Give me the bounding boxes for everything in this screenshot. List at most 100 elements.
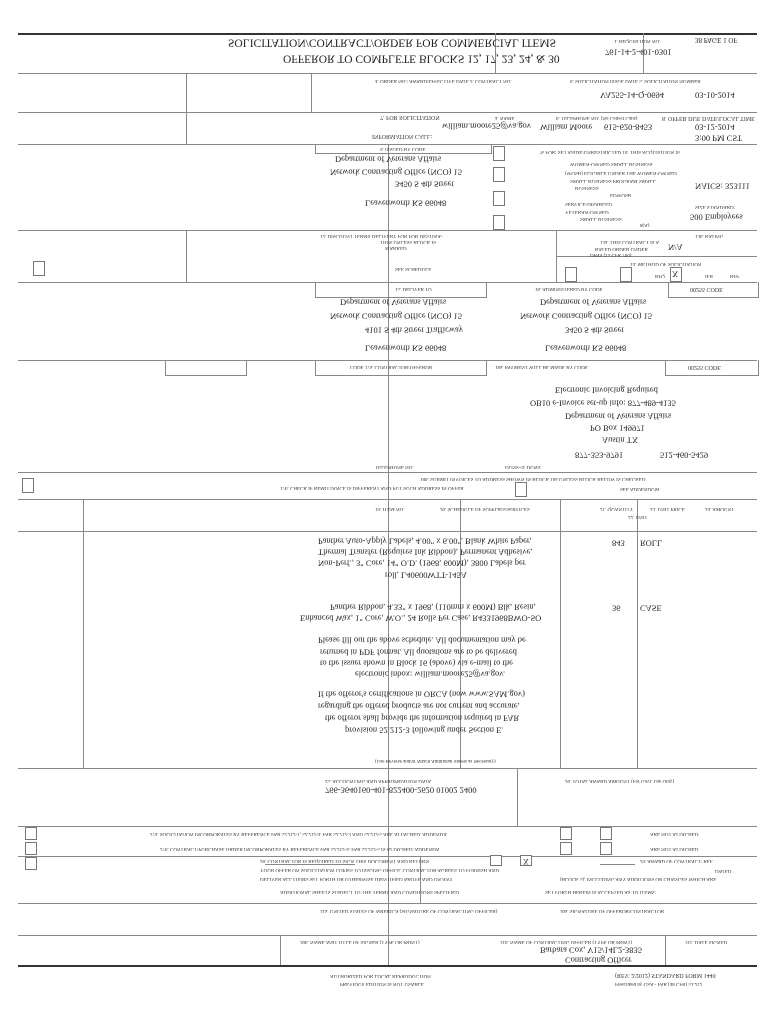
offeror-signature-label: 30a. SIGNATURE OF OFFEROR/CONTRACTOR (560, 908, 665, 913)
copies-checkbox[interactable] (490, 855, 502, 866)
item-qty: 843 (612, 538, 625, 549)
copies-line (265, 864, 355, 865)
telephone-label: TELEPHONE NO. (375, 464, 414, 469)
rfp-checkbox[interactable] (565, 267, 577, 282)
submit-invoices-label: 18b. SUBMIT INVOICES TO ADDRESS SHOWN IN… (420, 476, 646, 481)
divider (186, 73, 187, 144)
contractor-required-label: 28. CONTRACTOR IS REQUIRED TO SIGN THIS … (260, 858, 429, 863)
set-aside-checkbox[interactable] (493, 146, 505, 161)
signature-usa-field[interactable] (20, 914, 386, 934)
rated-order-label: 13a. THIS CONTRACT IS A (600, 239, 660, 244)
set-aside-line: VETERAN-OWNED (565, 209, 609, 214)
clause-checkbox[interactable] (560, 842, 572, 855)
set-aside-line: SERVICE-DISABLED (565, 201, 612, 206)
info-label: 7. FOR SOLICITATION (380, 114, 440, 120)
rated-order-label: DPAS (15 CFR 700) (590, 252, 632, 257)
contact-name: William Moore (540, 122, 593, 133)
invoice-checkbox[interactable] (22, 478, 34, 493)
date-signed-label: 31c. DATE SIGNED (685, 939, 728, 944)
divider (18, 965, 757, 967)
form-title: SOLICITATION/CONTRACT/ORDER FOR COMMERCI… (228, 36, 557, 49)
payment-phone: 512-460-5429 (660, 450, 709, 461)
item-desc: Enhanced Wax, 1" Core, W.O., 24 Rolls Pe… (300, 613, 542, 624)
item-qty: 36 (612, 603, 621, 614)
remittance-checkbox[interactable] (515, 482, 527, 497)
addenda-checkbox[interactable] (25, 827, 37, 840)
signer-label: 30b. NAME AND TITLE OF SIGNER (TYPE OR P… (300, 939, 420, 944)
accounting-label: 25. ACCOUNTING AND APPROPRIATION DATA (325, 778, 432, 783)
discount-label: TION UNLESS BLOCK IS (380, 239, 436, 244)
item-desc: Panther Auto-Apply Labels, 4.00" x 6.00"… (318, 536, 532, 547)
set-aside-line: SMALL BUSINESS PROGRAM SMALL (570, 178, 656, 183)
payment-line: OB10 e-Invoice set-up info: 877-489-4135 (530, 398, 676, 409)
contract-checkbox[interactable] (25, 857, 37, 870)
divider (18, 531, 757, 532)
ifb-checkbox[interactable] (620, 267, 632, 282)
rating-value: N/A (668, 242, 683, 253)
col-item: 19. ITEM NO. (375, 506, 405, 511)
set-aside-checkbox[interactable] (493, 191, 505, 206)
item-desc: Panther Ribbon, 4.33" x 1968, (110mm x 6… (330, 602, 536, 613)
clause-checkbox[interactable] (600, 827, 612, 840)
divider (18, 856, 757, 857)
set-aside-line: (WOSB) ELIGIBLE UNDER THE WOMEN-OWNED (565, 170, 677, 175)
see-addendum: SEE ADDENDUM (620, 486, 660, 491)
contract-no-label: 4. ORDER NO./ AWARD/EFFECTIVE DATE 2. CO… (375, 78, 512, 83)
rated-order-label: RATED ORDER UNDER (595, 246, 648, 251)
due-date-label: 8. OFFER DUE DATE/LOCAL TIME (662, 115, 755, 121)
set-aside-line: EDWOSB (610, 192, 632, 197)
admin-line: Leavenworth KS 66048 (545, 343, 627, 354)
divider (665, 935, 666, 965)
rating-label: 13b. RATING (695, 233, 724, 238)
divider (18, 499, 757, 500)
divider (311, 73, 312, 112)
divider (18, 230, 757, 231)
admin-line: Network Contracting Office (NCO) 15 (520, 311, 653, 322)
divider (517, 768, 518, 826)
note-line: Please fill out the above schedule. All … (318, 635, 526, 646)
clause-checkbox[interactable] (600, 842, 612, 855)
due-time: 3:00 PM CST (695, 133, 743, 144)
remittance-label: 17b. CHECK IF REMITTANCE IS DIFFERENT AN… (280, 485, 464, 490)
fob-checkbox[interactable] (33, 261, 45, 276)
payment-line: Austin TX (602, 435, 638, 446)
requisition-label: 1. REQUISITION NO. (614, 38, 661, 43)
divider (495, 33, 496, 73)
award-text: SET FORTH HEREIN IS ACCEPTED AS TO ITEMS… (545, 889, 656, 894)
divider (388, 144, 389, 965)
rfq-checkbox[interactable]: X (670, 267, 682, 282)
award-text: ADDITIONAL SHEETS SUBJECT TO THE TERMS A… (280, 889, 459, 894)
note-line: to the issuer shown in Block 16 (above) … (320, 658, 513, 669)
signature-offeror-field[interactable] (390, 914, 750, 934)
award-label: 29. AWARD OF CONTRACT: REF. (640, 858, 714, 863)
set-aside-checkbox[interactable] (493, 167, 505, 182)
code-box (315, 360, 487, 376)
set-aside-checkbox[interactable] (493, 215, 505, 230)
code-box (315, 144, 492, 154)
ref-line (600, 864, 635, 865)
accounting-value: 766-3640160-401-822400-2620 01002 2400 (325, 785, 477, 796)
footer-auth: AUTHORIZED FOR LOCAL REPRODUCTION (330, 973, 431, 978)
divider (18, 826, 757, 827)
payment-line: PO Box 149971 (590, 423, 645, 434)
note-line: If the offeror's certifications in ORCA … (318, 689, 525, 700)
code-box (315, 282, 487, 298)
divider (18, 360, 757, 361)
offer-checkbox[interactable]: X (520, 855, 532, 866)
issued-by-label: 9. ISSUED BY CODE (380, 146, 426, 151)
due-date: 03-12-2014 (695, 122, 735, 133)
check-mark: X (523, 857, 529, 866)
divider (186, 230, 187, 282)
divider (460, 499, 461, 768)
addenda-checkbox[interactable] (25, 842, 37, 855)
eight-a-label: 8(A) (640, 222, 650, 227)
usa-signature-label: 31a. UNITED STATES OF AMERICA (SIGNATURE… (320, 908, 498, 913)
clause-checkbox[interactable] (560, 827, 572, 840)
divider (556, 230, 557, 282)
clause-b-status: ARE NOT ATTACHED (650, 846, 699, 851)
divider (18, 903, 757, 904)
contracting-officer-title: Contracting Officer (565, 955, 632, 966)
admin-line: Department of Veterans Affairs (540, 297, 647, 308)
col-amount: 24. AMOUNT (705, 506, 735, 511)
